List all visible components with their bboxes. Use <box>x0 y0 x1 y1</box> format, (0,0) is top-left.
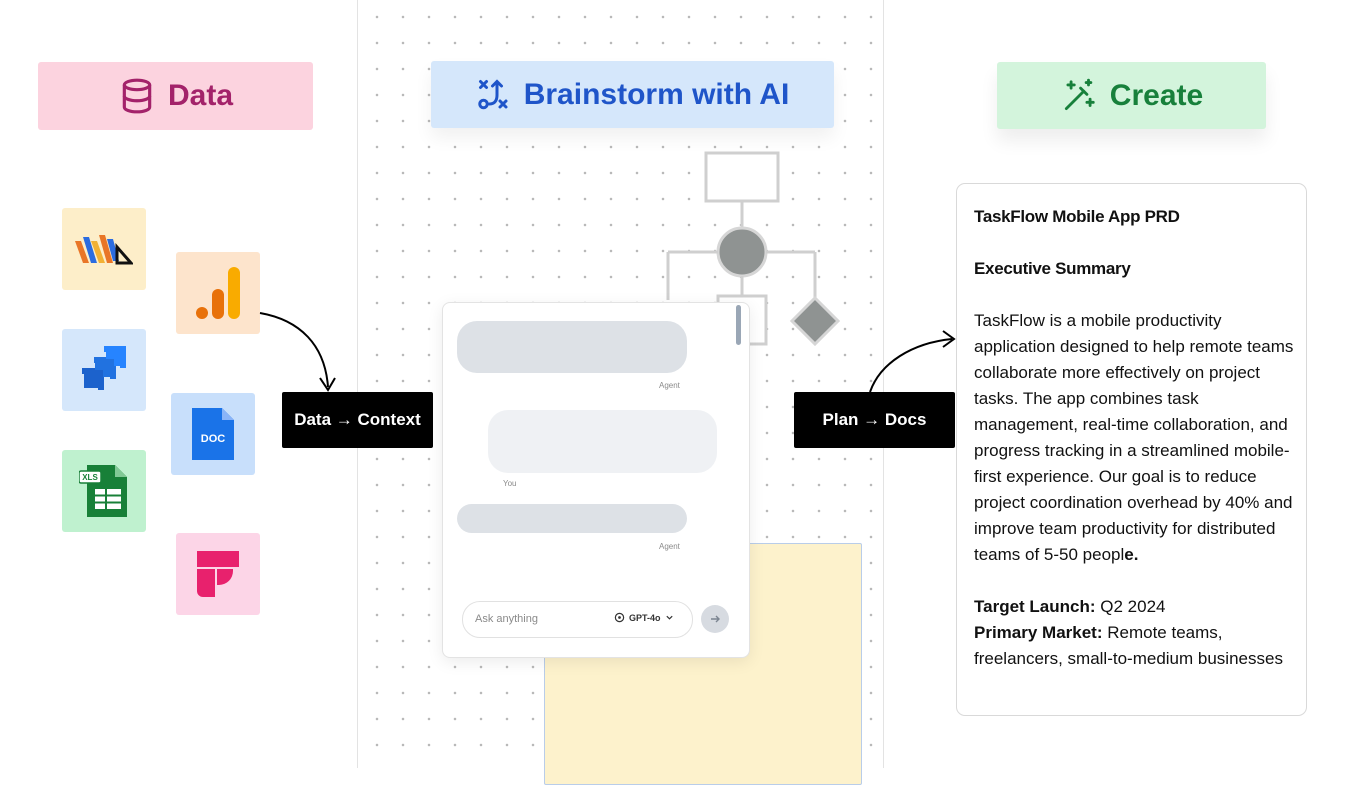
chat-input[interactable]: Ask anything GPT-4o <box>462 601 693 638</box>
chevron-down-icon <box>665 615 673 620</box>
doc-icon-label: DOC <box>201 433 226 445</box>
arrow-to-context <box>259 312 336 392</box>
model-selector[interactable]: GPT-4o <box>614 612 674 623</box>
target-launch-line: Target Launch: Q2 2024 <box>974 594 1294 620</box>
arrow-right-icon <box>711 615 720 623</box>
agent-label: Agent <box>659 542 680 551</box>
target-launch-label: Target Launch: <box>974 597 1096 616</box>
arrow-to-docs <box>869 330 956 393</box>
google-analytics-icon <box>196 267 240 319</box>
create-header-title: Create <box>1109 78 1204 112</box>
agent-message <box>457 504 687 533</box>
data-header-title: Data <box>167 79 234 112</box>
xls-tile[interactable]: XLS <box>62 450 146 532</box>
agent-label: Agent <box>659 381 680 390</box>
strategy-icon <box>476 77 512 113</box>
model-name: GPT-4o <box>629 612 661 623</box>
data-header: Data <box>38 62 313 130</box>
target-launch-value: Q2 2024 <box>1095 597 1166 616</box>
primary-market-label: Primary Market: <box>974 623 1103 642</box>
document-title: TaskFlow Mobile App PRD <box>974 207 1180 226</box>
openai-icon <box>614 612 625 623</box>
google-analytics-tile[interactable] <box>176 252 260 334</box>
xls-icon-label: XLS <box>82 473 98 482</box>
chat-scrollbar[interactable] <box>736 305 741 345</box>
figma-tile[interactable] <box>176 533 260 615</box>
tableau-tile[interactable] <box>62 208 146 290</box>
jira-tile[interactable] <box>62 329 146 411</box>
summary-text: TaskFlow is a mobile productivity applic… <box>974 311 1294 564</box>
doc-icon: DOC <box>192 408 234 460</box>
ai-chat-panel: Agent You Agent Ask anything GPT-4o <box>442 302 750 658</box>
create-header: Create <box>997 62 1266 129</box>
agent-message <box>457 321 687 373</box>
user-message <box>488 410 717 473</box>
magic-wand-icon <box>1060 77 1098 115</box>
spreadsheet-icon: XLS <box>79 465 127 517</box>
primary-market-line: Primary Market: Remote teams, freelancer… <box>974 620 1294 672</box>
tableau-icon <box>75 235 133 265</box>
brainstorm-header-title: Brainstorm with AI <box>523 77 790 111</box>
prd-document[interactable]: TaskFlow Mobile App PRD Executive Summar… <box>956 183 1307 716</box>
section-heading: Executive Summary <box>974 259 1131 278</box>
plan-docs-label: Plan → Docs <box>794 392 955 448</box>
figma-icon <box>197 551 239 597</box>
brainstorm-header: Brainstorm with AI <box>431 61 834 128</box>
jira-icon <box>82 346 126 390</box>
summary-text-end: e. <box>1124 545 1139 564</box>
data-context-label: Data → Context <box>282 392 433 448</box>
column-divider-right <box>883 0 884 768</box>
database-icon <box>118 77 156 115</box>
chat-input-placeholder: Ask anything <box>475 613 538 625</box>
column-divider-left <box>357 0 358 768</box>
primary-market-value: Remote teams, freelancers, small-to-medi… <box>974 623 1283 668</box>
send-button[interactable] <box>701 605 729 633</box>
you-label: You <box>503 479 517 488</box>
executive-summary-text: TaskFlow is a mobile productivity applic… <box>974 308 1294 568</box>
doc-tile[interactable]: DOC <box>171 393 255 475</box>
